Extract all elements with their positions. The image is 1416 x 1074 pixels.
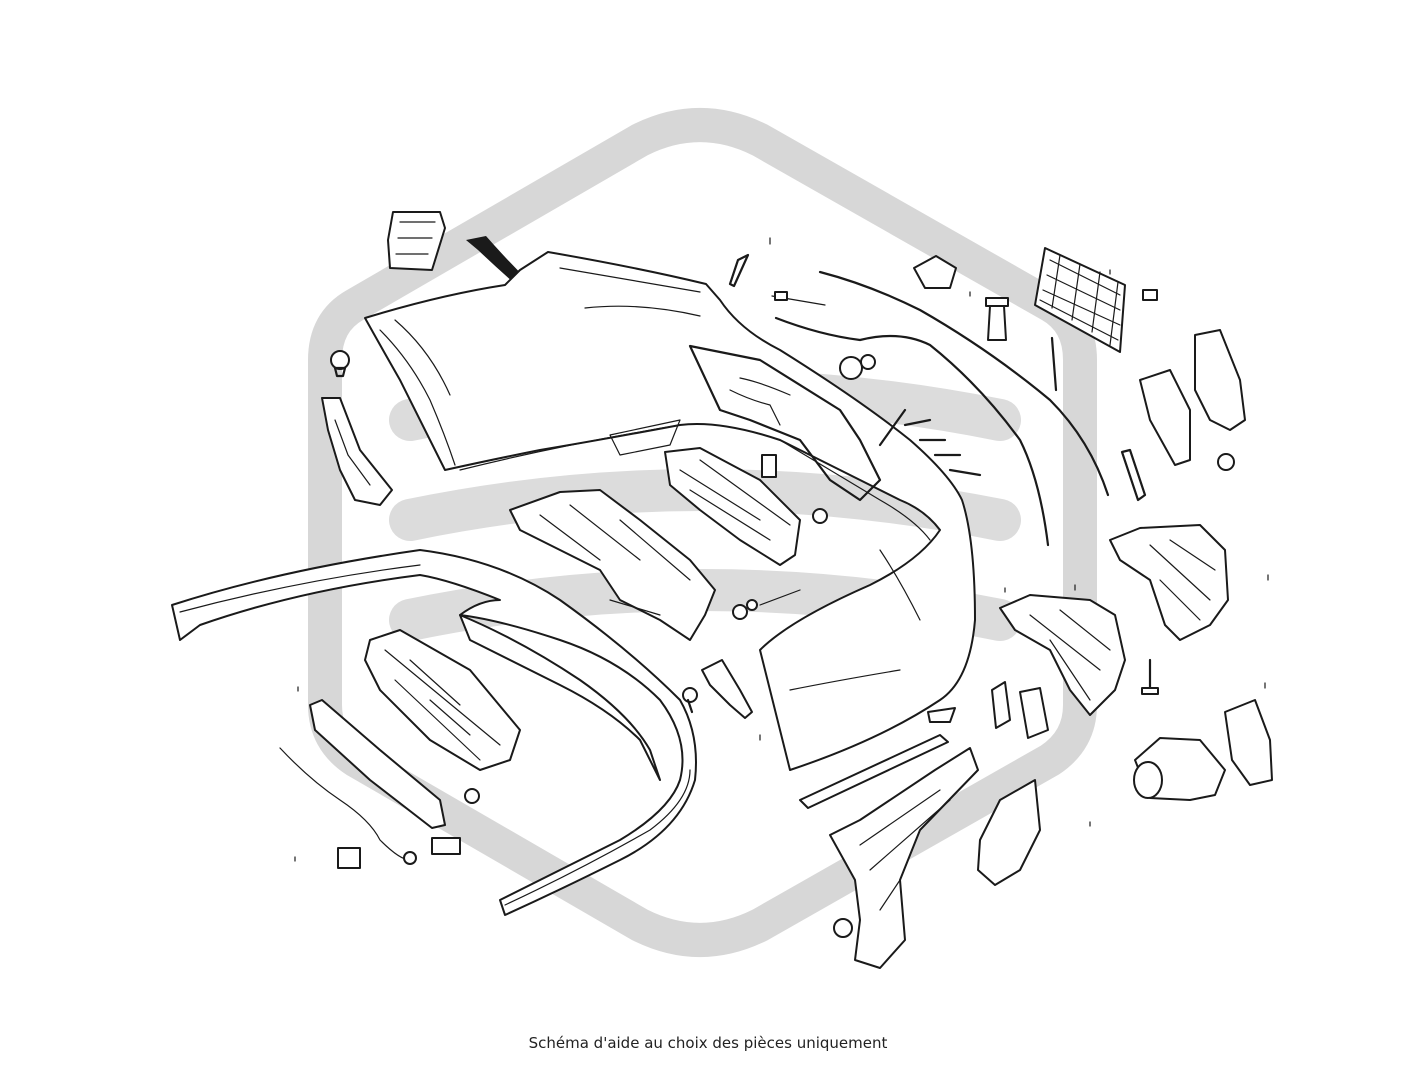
upper-bumper-cover bbox=[364, 251, 982, 771]
right-lower-bracket bbox=[999, 594, 1126, 716]
mesh-grille bbox=[1034, 247, 1126, 353]
left-rivet bbox=[330, 350, 350, 378]
lower-left-trim-strip bbox=[309, 699, 446, 829]
exhaust-tip bbox=[1133, 699, 1273, 801]
top-right-bracket bbox=[913, 255, 957, 289]
right-exhaust-trim bbox=[1139, 329, 1246, 471]
right-support-bracket bbox=[1109, 524, 1229, 641]
lower-trim-strips bbox=[799, 734, 949, 809]
lower-grille-frame bbox=[364, 629, 521, 771]
foam-block bbox=[1019, 687, 1049, 739]
tick-marks bbox=[294, 237, 1269, 862]
small-clips bbox=[682, 454, 828, 714]
mid-right-clip bbox=[927, 681, 1011, 729]
small-rail-right bbox=[1120, 448, 1147, 502]
lower-bumper-valance bbox=[171, 549, 697, 916]
sensor-holder bbox=[839, 354, 876, 380]
center-reinforcement-bracket bbox=[509, 489, 716, 641]
parking-sensor-wire bbox=[279, 747, 417, 865]
pin bbox=[1050, 336, 1058, 392]
center-support-frame bbox=[664, 447, 801, 566]
push-rivet bbox=[985, 297, 1009, 341]
top-bolt bbox=[771, 291, 826, 306]
upper-left-bracket bbox=[387, 211, 446, 271]
diagram-caption: Schéma d'aide au choix des pièces unique… bbox=[528, 1034, 888, 1052]
center-lower-bracket bbox=[701, 659, 753, 719]
top-clip bbox=[728, 253, 750, 288]
bolt-right bbox=[1141, 658, 1159, 695]
left-side-bracket bbox=[321, 397, 393, 506]
connector-block bbox=[337, 788, 480, 869]
lower-side-bracket bbox=[829, 747, 979, 969]
screw-top-right bbox=[1142, 289, 1158, 301]
upper-trim-strip bbox=[774, 270, 1110, 547]
lower-clip bbox=[833, 918, 853, 938]
lower-right-bracket bbox=[977, 779, 1041, 886]
